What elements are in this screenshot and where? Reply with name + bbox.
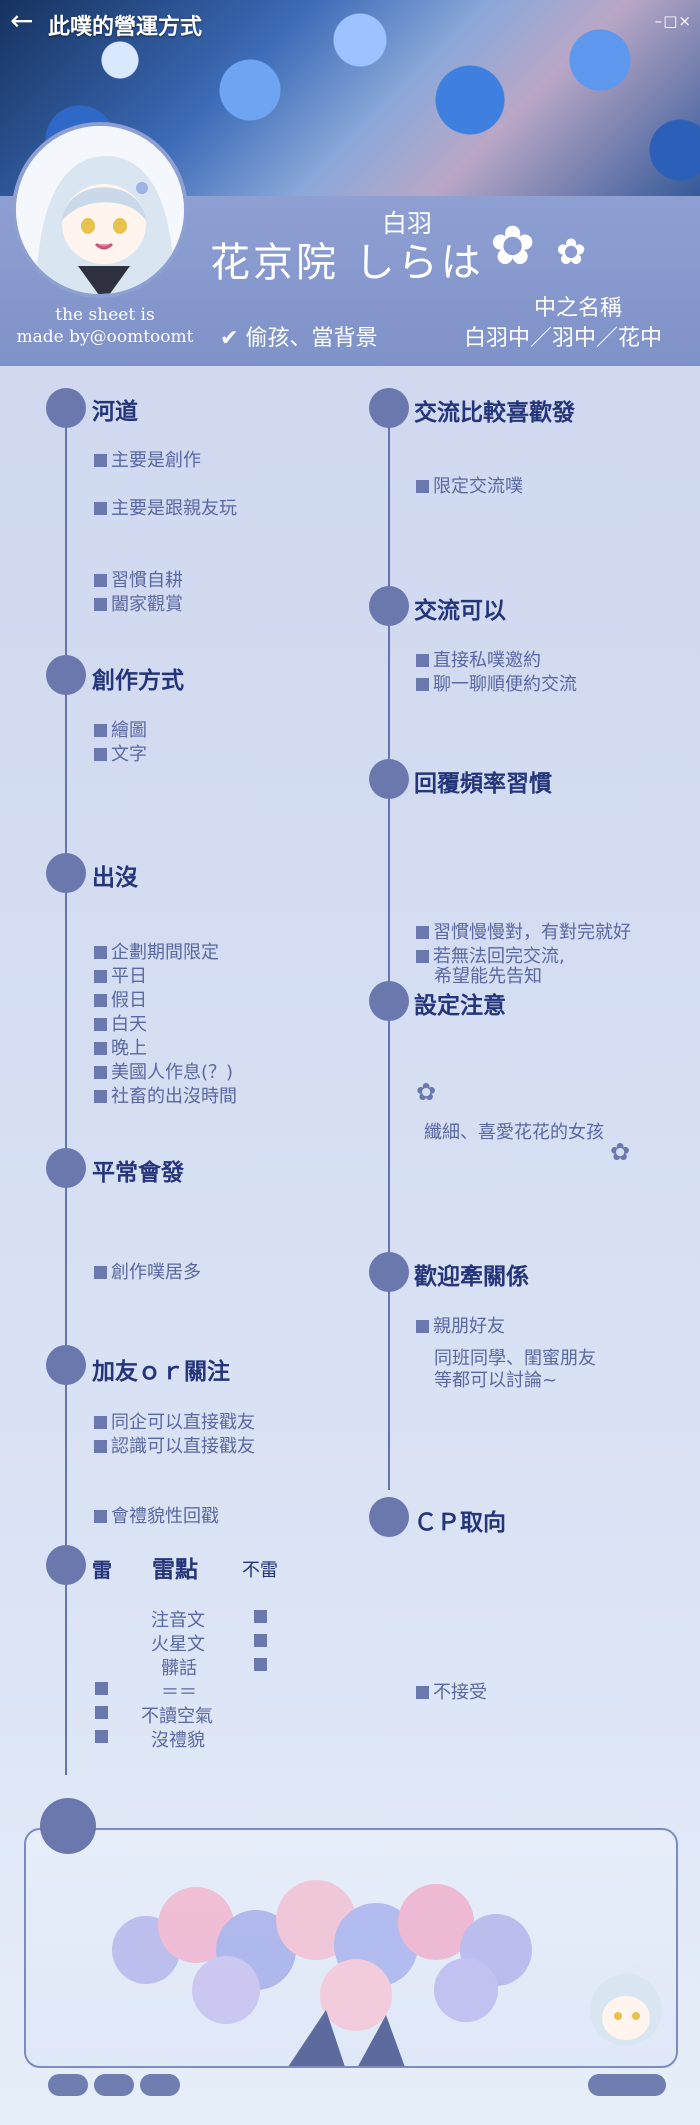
section-node bbox=[46, 655, 86, 695]
landmine-point: 不讀空氣 bbox=[141, 1706, 213, 1727]
list-item: 會禮貌性回戳 bbox=[94, 1502, 219, 1528]
relations-note-2: 等都可以討論~ bbox=[434, 1370, 558, 1391]
section-node bbox=[369, 759, 409, 799]
avatar bbox=[12, 122, 188, 298]
list-item: 不接受 bbox=[416, 1678, 487, 1704]
section-title-creation: 創作方式 bbox=[92, 668, 184, 694]
window-title: 此噗的營運方式 bbox=[48, 15, 203, 40]
list-item: 同企可以直接戳友 bbox=[94, 1408, 255, 1434]
section-title-presence: 出沒 bbox=[92, 865, 138, 891]
section-title-river: 河道 bbox=[92, 399, 138, 425]
section-title-relations: 歡迎牽關係 bbox=[414, 1264, 529, 1290]
tab-button-end[interactable] bbox=[588, 2074, 666, 2096]
check-icon: ✔ bbox=[220, 326, 239, 351]
list-item: 社畜的出沒時間 bbox=[94, 1082, 237, 1108]
landmine-point: 注音文 bbox=[151, 1610, 205, 1631]
list-item: 假日 bbox=[94, 986, 147, 1012]
section-node bbox=[369, 388, 409, 428]
nickname-title: 中之名稱 bbox=[534, 296, 623, 321]
section-title-exchange-pref: 交流比較喜歡發 bbox=[414, 400, 575, 426]
section-node bbox=[46, 1345, 86, 1385]
section-node bbox=[46, 853, 86, 893]
landmine-ok-header: 不雷 bbox=[242, 1560, 278, 1581]
landmine-point: 沒禮貌 bbox=[151, 1730, 205, 1751]
landmine-point: 髒話 bbox=[161, 1658, 197, 1679]
ok-checkbox bbox=[254, 1610, 267, 1623]
section-title-follow: 加友ｏｒ關注 bbox=[92, 1359, 230, 1385]
nickname-list: 白羽中／羽中／花中 bbox=[464, 326, 663, 351]
list-item: 認識可以直接戳友 bbox=[94, 1432, 255, 1458]
landmine-point: ＝＝ bbox=[161, 1682, 197, 1703]
section-node bbox=[46, 388, 86, 428]
section-title-usual-post: 平常會發 bbox=[92, 1160, 184, 1186]
flower-icon: ✿ bbox=[490, 214, 536, 277]
section-title-exchange-ok: 交流可以 bbox=[414, 598, 506, 624]
list-item: 闔家觀賞 bbox=[94, 590, 183, 616]
list-item: 習慣慢慢對，有對完就好 bbox=[416, 918, 631, 944]
list-item: 習慣自耕 bbox=[94, 566, 183, 592]
ok-checkbox bbox=[254, 1658, 267, 1671]
reply-note: 希望能先告知 bbox=[434, 966, 542, 987]
list-item: 聊一聊順便約交流 bbox=[416, 670, 577, 696]
landmine-point: 火星文 bbox=[151, 1634, 205, 1655]
section-node bbox=[369, 586, 409, 626]
list-item: 文字 bbox=[94, 740, 147, 766]
list-item: 繪圖 bbox=[94, 716, 147, 742]
right-timeline bbox=[388, 400, 390, 1490]
sheet-credit: the sheet is made by@oomtoomt bbox=[14, 304, 196, 348]
flower-icon: ✿ bbox=[556, 232, 587, 273]
section-title-cp: ＣＰ取向 bbox=[414, 1510, 506, 1536]
flower-icon: ✿ bbox=[416, 1078, 437, 1106]
section-node bbox=[369, 981, 409, 1021]
list-item: 限定交流噗 bbox=[416, 472, 523, 498]
back-arrow-icon[interactable]: ← bbox=[10, 4, 34, 37]
title-bar: ← 此噗的營運方式 –□× bbox=[0, 0, 700, 44]
tab-button-3[interactable] bbox=[140, 2074, 180, 2096]
point-checkbox bbox=[95, 1730, 108, 1743]
credit-line-2: made by@oomtoomt bbox=[16, 327, 194, 347]
end-node bbox=[40, 1798, 96, 1854]
flower-icon: ✿ bbox=[610, 1138, 631, 1166]
check-text: 偷孩、當背景 bbox=[245, 326, 378, 351]
list-item: 主要是跟親友玩 bbox=[94, 494, 237, 520]
window-controls[interactable]: –□× bbox=[654, 12, 692, 30]
point-checkbox bbox=[95, 1682, 108, 1695]
section-node bbox=[369, 1252, 409, 1292]
landmine-points-header: 雷點 bbox=[152, 1557, 198, 1583]
point-checkbox bbox=[95, 1706, 108, 1719]
section-title-reply-rate: 回覆頻率習慣 bbox=[414, 771, 552, 797]
list-item: 美國人作息(？) bbox=[94, 1058, 233, 1084]
ok-checkbox bbox=[254, 1634, 267, 1647]
section-node bbox=[369, 1497, 409, 1537]
list-item: 企劃期間限定 bbox=[94, 938, 219, 964]
tab-button-1[interactable] bbox=[48, 2074, 88, 2096]
list-item: 晚上 bbox=[94, 1034, 147, 1060]
bottom-frame bbox=[24, 1828, 678, 2068]
list-item: 創作噗居多 bbox=[94, 1258, 201, 1284]
section-node bbox=[46, 1148, 86, 1188]
list-item: 親朋好友 bbox=[416, 1312, 505, 1338]
section-title-setting-note: 設定注意 bbox=[414, 993, 506, 1019]
credit-line-1: the sheet is bbox=[55, 305, 155, 325]
list-item: 白天 bbox=[94, 1010, 147, 1036]
relations-note-1: 同班同學、閨蜜朋友 bbox=[434, 1348, 596, 1369]
list-item: 直接私噗邀約 bbox=[416, 646, 541, 672]
section-node bbox=[46, 1545, 86, 1585]
character-name: 花京院 しらは bbox=[210, 240, 484, 286]
character-short-name: 白羽 bbox=[382, 209, 433, 238]
section-title-landmine: 雷 bbox=[92, 1558, 112, 1582]
setting-note-text: 纖細、喜愛花花的女孩 bbox=[424, 1122, 604, 1143]
list-item: 平日 bbox=[94, 962, 147, 988]
tab-button-2[interactable] bbox=[94, 2074, 134, 2096]
list-item: 主要是創作 bbox=[94, 446, 201, 472]
check-line: ✔ 偷孩、當背景 bbox=[220, 320, 377, 352]
list-item: 若無法回完交流, bbox=[416, 942, 565, 968]
left-timeline bbox=[65, 400, 67, 1775]
